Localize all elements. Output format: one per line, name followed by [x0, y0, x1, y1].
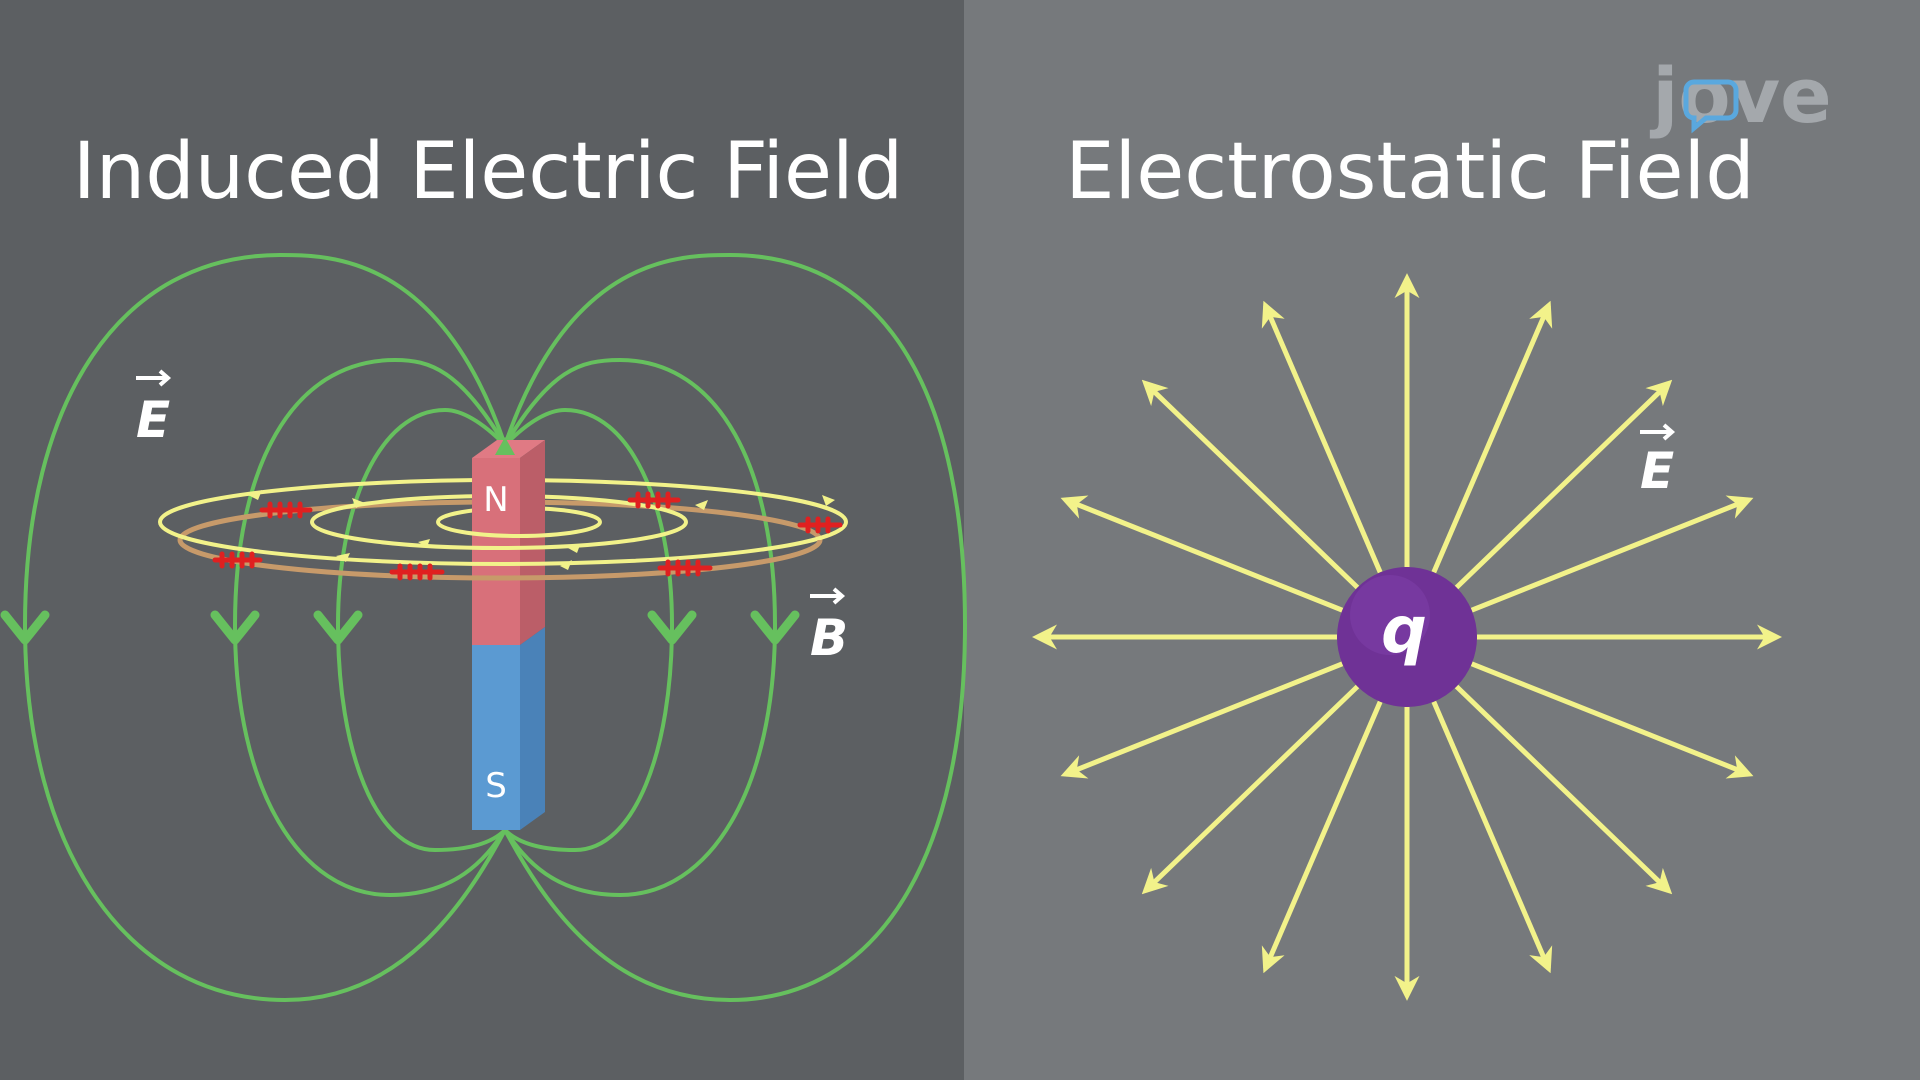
magnet-south-pole: [472, 645, 520, 830]
right-panel-title: Electrostatic Field: [1065, 127, 1754, 217]
logo-speech-bubble-icon: [1683, 79, 1739, 134]
field-ray-arrow: [1141, 379, 1360, 590]
chevron-down-icon: [313, 610, 363, 645]
svg-text:E: E: [136, 391, 170, 449]
magnet-north-label: N: [483, 480, 508, 520]
vector-arrow-icon: [810, 587, 846, 605]
field-ray-arrow: [1141, 684, 1360, 895]
vector-arrow-icon: [1640, 423, 1676, 441]
magnetic-field-lines: [22, 252, 968, 1003]
field-ray-arrow: [1060, 495, 1344, 613]
field-line-arrows: [0, 610, 800, 645]
field-ray-arrow: [1454, 379, 1673, 590]
svg-text:B: B: [810, 609, 848, 667]
field-ray-arrow: [1470, 495, 1754, 613]
field-line-outer-left: [22, 252, 507, 1003]
chevron-down-icon: [750, 610, 800, 645]
b-vector-label: B: [810, 587, 848, 667]
induced-current-markers: [212, 491, 843, 581]
magnet-south-side: [520, 627, 545, 830]
field-line-outer-right: [503, 252, 968, 1003]
magnet-south-label: S: [485, 766, 507, 806]
vector-arrow-icon: [136, 369, 172, 387]
field-line-inner-right: [503, 407, 675, 853]
right-e-vector-label: E: [1640, 423, 1676, 500]
left-e-vector-label: E: [136, 369, 172, 449]
field-ray-arrow: [1060, 661, 1344, 779]
field-line-mid-right: [503, 357, 778, 898]
field-ray-arrow: [1431, 700, 1553, 974]
field-ray-arrow: [1454, 684, 1673, 895]
magnet-north-pole: [472, 458, 520, 645]
chevron-down-icon: [0, 610, 50, 645]
field-ray-arrow: [1470, 661, 1754, 779]
right-panel-background: [964, 0, 1920, 1080]
magnet-north-side: [520, 440, 545, 645]
ring-direction-arrows: [248, 490, 835, 570]
field-line-mid-left: [232, 357, 507, 898]
svg-text:E: E: [1640, 442, 1674, 500]
field-ray-arrow: [1261, 300, 1383, 574]
point-charge: q: [1337, 567, 1477, 707]
chevron-down-icon: [210, 610, 260, 645]
field-line-inner-left: [335, 407, 507, 853]
field-ray-arrow: [1261, 700, 1383, 974]
left-panel-title: Induced Electric Field: [73, 127, 903, 217]
electrostatic-field-rays: [1032, 273, 1782, 1001]
jove-logo: jove: [1649, 51, 1831, 140]
chevron-down-icon: [647, 610, 697, 645]
charge-label: q: [1381, 594, 1427, 668]
bar-magnet: N S: [472, 437, 545, 830]
north-pole-arrow-icon: [495, 437, 515, 455]
field-ray-arrow: [1431, 300, 1553, 574]
